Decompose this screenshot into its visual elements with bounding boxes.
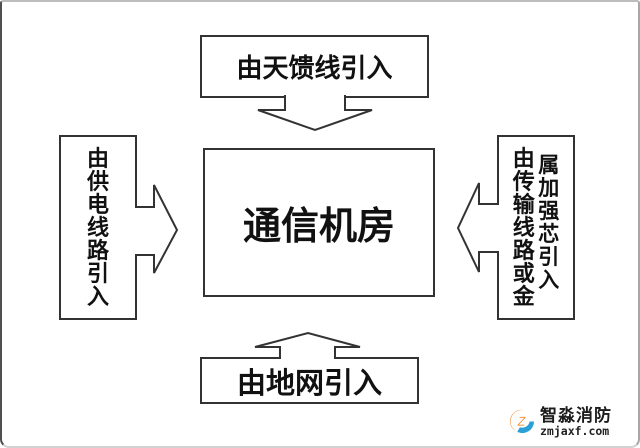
top-source-label: 由天馈线引入	[236, 53, 393, 83]
svg-text:Z: Z	[516, 414, 526, 429]
arrow-right-from-left-icon	[135, 184, 179, 274]
center-room-box: 通信机房	[203, 148, 435, 297]
arrow-left-from-right-icon	[456, 182, 499, 273]
arrow-down-from-top-icon	[257, 95, 373, 132]
brand-logo-icon: Z	[510, 410, 534, 434]
brand-domain: zmjaxf.com	[540, 423, 610, 438]
right-source-label: 由传输线路或金 属加强芯引入	[511, 147, 560, 308]
watermark: Z 智淼消防 zmjaxf.com	[510, 407, 612, 438]
right-source-label-column-2: 属加强芯引入	[538, 154, 560, 292]
right-source-label-column-1: 由传输线路或金	[512, 146, 535, 309]
watermark-text: 智淼消防 zmjaxf.com	[540, 407, 612, 438]
top-source-box: 由天馈线引入	[200, 35, 429, 98]
arrow-up-from-bottom-icon	[254, 331, 361, 359]
bottom-source-box: 由地网引入	[200, 357, 419, 404]
left-source-box: 由供电线路引入	[59, 135, 137, 320]
right-source-box: 由传输线路或金 属加强芯引入	[497, 135, 575, 320]
left-source-label: 由供电线路引入	[86, 146, 109, 309]
brand-name: 智淼消防	[540, 405, 612, 425]
bottom-source-label: 由地网引入	[236, 367, 382, 400]
center-room-label: 通信机房	[242, 206, 395, 248]
